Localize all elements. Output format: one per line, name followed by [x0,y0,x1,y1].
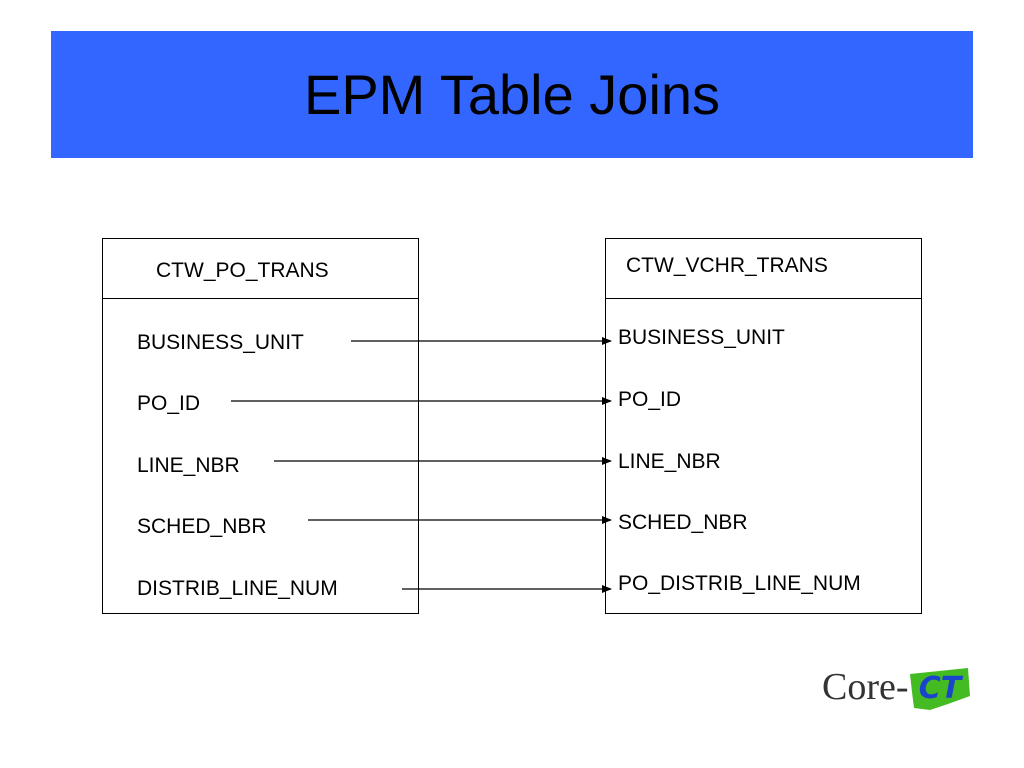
slide-title: EPM Table Joins [303,62,721,126]
right-field: PO_DISTRIB_LINE_NUM [618,572,861,595]
right-field: SCHED_NBR [618,511,748,534]
logo-accent-text: CT [919,671,964,706]
left-field: LINE_NBR [137,454,240,477]
right-table: CTW_VCHR_TRANS BUSINESS_UNIT PO_ID LINE_… [605,238,922,614]
ct-state-logo-icon: CT [910,668,970,710]
right-field: LINE_NBR [618,450,721,473]
left-field: PO_ID [137,392,201,415]
left-field: SCHED_NBR [137,515,267,538]
right-field: PO_ID [618,388,682,411]
logo-text: Core- [822,666,909,708]
right-table-name: CTW_VCHR_TRANS [626,254,828,277]
title-bar: EPM Table Joins [51,31,973,158]
right-field: BUSINESS_UNIT [618,326,785,349]
core-ct-logo: Core- CT [822,664,972,714]
left-table-header: CTW_PO_TRANS [103,239,418,299]
left-field: DISTRIB_LINE_NUM [137,577,338,600]
right-table-header: CTW_VCHR_TRANS [606,239,921,299]
left-table-name: CTW_PO_TRANS [156,259,329,282]
left-table: CTW_PO_TRANS BUSINESS_UNIT PO_ID LINE_NB… [102,238,419,614]
left-field: BUSINESS_UNIT [137,331,304,354]
